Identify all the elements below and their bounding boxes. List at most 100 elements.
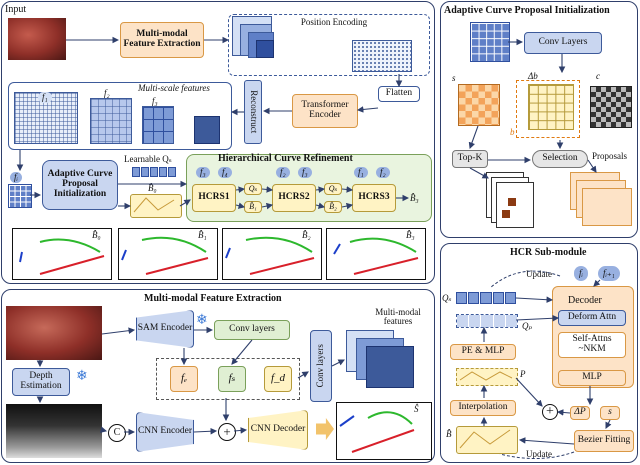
transformer-encoder-block: Transformer Encoder: [292, 94, 358, 128]
mfe-conv-layers: Conv layers: [214, 320, 290, 340]
b3-out: B̂₃: [410, 193, 419, 203]
self-attns-block: Self-Attns ~NKM: [558, 332, 626, 358]
multiscale-group: [8, 82, 232, 150]
output-arrow-icon: [316, 418, 334, 440]
hcr-qs-vector: [456, 292, 517, 304]
acpi-c-map: [590, 86, 632, 128]
f1-tag: f₁: [354, 167, 368, 178]
selection-block: Selection: [532, 150, 588, 168]
feature-f1: [14, 92, 78, 144]
deform-attn-block: Deform Attn: [558, 310, 626, 326]
hcr-panel-title: HCR Sub-module: [510, 247, 587, 258]
position-encoding-group: [228, 14, 430, 76]
acpi-input-grid: [470, 22, 510, 62]
proposals-label: Proposals: [592, 151, 628, 161]
acpi-block: Adaptive Curve Proposal Initialization: [42, 160, 118, 210]
acpi-conv-layers: Conv Layers: [524, 32, 602, 54]
f1-label: f₁: [38, 92, 52, 103]
fi-label: fᵢ: [10, 172, 22, 183]
bezier-fitting-block: Bezier Fitting: [574, 430, 634, 452]
pe-mlp-block: PE & MLP: [450, 344, 516, 360]
acpi-delta-b-map: [528, 84, 574, 130]
curve-label-1: B̂₁: [198, 230, 207, 240]
topk-block: Top-K: [452, 150, 488, 168]
acpi-b-label: b: [510, 127, 515, 137]
multimodal-feature-stack: [346, 330, 416, 388]
b0-label: B̂₀: [148, 183, 157, 193]
proposal-stack: [570, 172, 632, 226]
concat-c-icon: C: [108, 424, 126, 442]
hcrs3-block: HCRS3: [352, 184, 396, 212]
input-label: Input: [5, 4, 27, 15]
acpi-panel: [440, 1, 638, 238]
delta-p-block: ΔP: [570, 406, 590, 420]
fd-block: f_d: [264, 366, 292, 392]
hcr-qs: Qₛ: [442, 293, 452, 303]
multiscale-label: Multi-scale features: [138, 83, 210, 93]
input-image: [8, 18, 66, 60]
interpolation-block: Interpolation: [450, 400, 516, 416]
mfe-plus-icon: +: [218, 423, 236, 441]
hcrs1-block: HCRS1: [192, 184, 236, 212]
mfe-panel-title: Multi-modal Feature Extraction: [144, 293, 282, 304]
f3-label: f₃: [152, 96, 158, 106]
hcr-qp: Qₚ: [522, 321, 533, 331]
multimodal-features-label: Multi-modal features: [375, 307, 421, 326]
hcrs2-block: HCRS2: [272, 184, 316, 212]
curve-label-3: B̂₃: [406, 230, 415, 240]
feature-f4: [194, 116, 220, 144]
update-top-label: Update: [526, 269, 552, 279]
depth-snowflake-icon: ❄: [76, 369, 88, 384]
conv-layers-vertical: Conv layers: [310, 330, 332, 402]
f2-label: f₂: [104, 88, 110, 98]
curve-thumb-2: [222, 228, 322, 280]
learnable-qs-label: Learnable Qₛ: [124, 154, 172, 164]
learnable-qs-vector: [132, 167, 176, 177]
curve-label-2: B̂₂: [302, 230, 311, 240]
depth-map-image: [6, 404, 102, 458]
bhat-label: B̂: [446, 429, 452, 439]
feature-f3: [142, 106, 174, 144]
hcr-title: Hierarchical Curve Refinement: [218, 153, 353, 164]
decoder-label: Decoder: [568, 295, 602, 306]
curve-thumb-0: [12, 228, 112, 280]
depth-estimation-block: Depth Estimation: [12, 368, 70, 396]
topk-maps: [486, 172, 534, 230]
bhat-curve-box: [456, 426, 518, 454]
f3b-tag: f₃: [298, 167, 312, 178]
position-encoding-dots: [352, 40, 412, 72]
curve-label-0: B̂₀: [92, 230, 101, 240]
acpi-s-label: s: [452, 73, 456, 83]
sam-encoder-block: SAM Encoder: [136, 310, 194, 348]
acpi-c-label: c: [596, 71, 600, 81]
mfe-panel: [1, 289, 435, 463]
hcr-fi: fᵢ: [574, 266, 588, 281]
hcr-s-block: s: [600, 406, 620, 420]
s-hat-label: Ŝ: [414, 404, 419, 414]
hcr-fi1: fᵢ₊₁: [598, 266, 620, 281]
f2b-tag: f₂: [376, 167, 390, 178]
reconstruct-block: Reconstruct: [244, 80, 262, 144]
fs-block: fₛ: [218, 366, 246, 392]
acpi-panel-title: Adaptive Curve Proposal Initialization: [444, 5, 610, 16]
hcr-panel: [440, 243, 638, 463]
f2-tag: f₂: [276, 167, 290, 178]
mfe-input-image: [6, 306, 102, 360]
feature-f2: [90, 98, 132, 144]
b2-2: B̂₂: [324, 201, 342, 213]
acpi-b-group: [516, 80, 580, 138]
f4-tag: f₄: [218, 167, 232, 178]
acpi-delta-b-label: Δb: [528, 71, 538, 81]
mfe-block: Multi-modal Feature Extraction: [120, 22, 204, 58]
curve-thumb-1: [118, 228, 218, 280]
p-label: P: [520, 369, 526, 379]
curve-thumb-3: [326, 228, 426, 280]
position-encoding-label: Position Encoding: [300, 17, 368, 27]
feature-map-stack: [232, 16, 286, 68]
hcr-mlp-block: MLP: [558, 370, 626, 386]
fe-block: fₑ: [170, 366, 198, 392]
f4-label: f₄: [200, 106, 206, 116]
f3-tag: f₃: [196, 167, 210, 178]
update-bottom-label: Update: [526, 449, 552, 459]
